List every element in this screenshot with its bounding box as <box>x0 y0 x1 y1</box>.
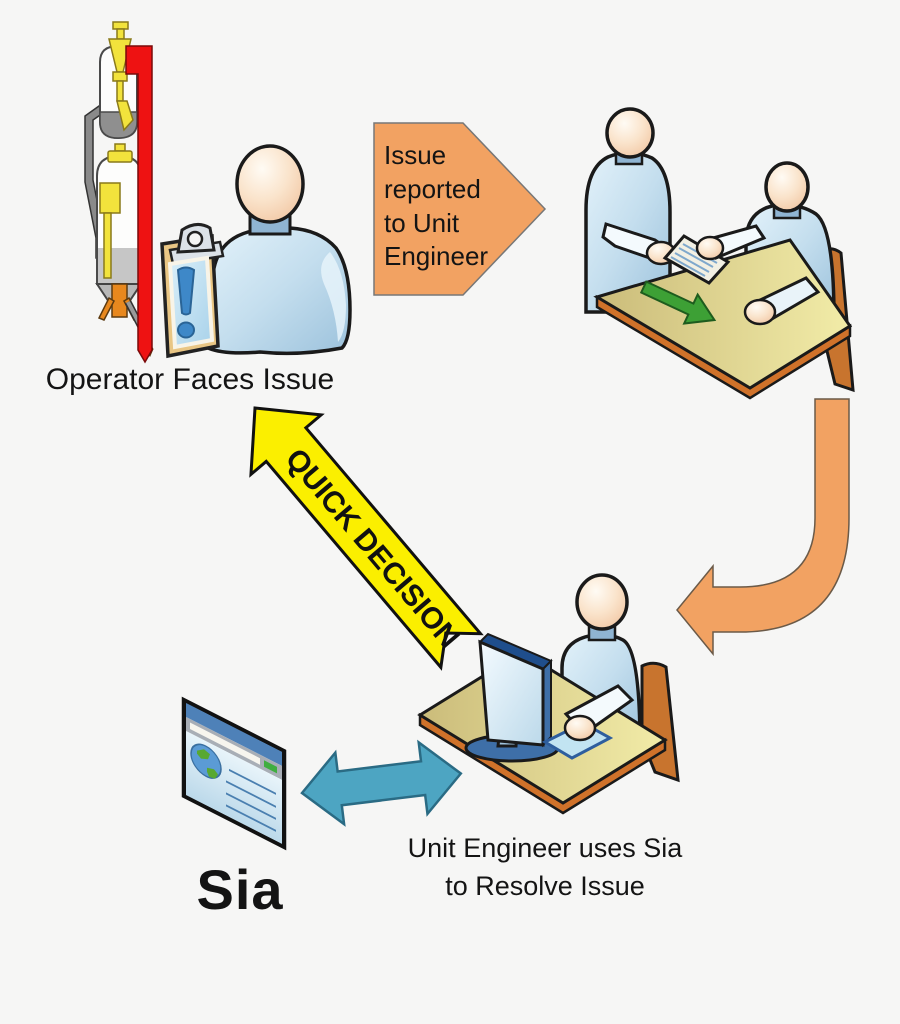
window-text-lines <box>226 768 276 832</box>
quick-decision-label: QUICK DECISION <box>279 443 466 655</box>
plant-equipment-icon <box>84 21 154 364</box>
label-unit-engineer-line1: Unit Engineer uses Sia <box>407 833 683 863</box>
label-sia: Sia <box>196 858 284 921</box>
operator-figure <box>205 144 352 356</box>
monitor-back-panel <box>478 639 545 747</box>
elbow-arrow-down <box>676 398 850 657</box>
seated-person-head <box>764 161 810 213</box>
seated-person-hand-desk <box>743 298 777 326</box>
clipboard-clip-hole <box>186 230 204 248</box>
meeting-scene <box>584 107 855 400</box>
globe-icon <box>190 743 222 779</box>
window-go-button <box>264 760 277 774</box>
green-arrow-icon <box>639 280 717 325</box>
sia-window-icon <box>181 696 287 851</box>
monitor-icon <box>464 632 560 763</box>
window-title-bar <box>186 703 282 766</box>
issue-reported-arrow <box>373 122 547 296</box>
quick-decision-arrow: QUICK DECISION <box>249 406 484 671</box>
label-unit-engineer-line2: to Resolve Issue <box>445 871 645 902</box>
label-operator-faces-issue: Operator Faces Issue <box>45 363 335 396</box>
label-issue-reported: Issue reported to Unit Engineer <box>384 140 489 272</box>
engineer-hand <box>563 714 597 742</box>
standing-person-head <box>605 107 655 159</box>
red-pipe <box>125 45 153 364</box>
engineer-chair <box>640 661 680 783</box>
vessel-lower-internals-icon <box>99 143 133 279</box>
teal-double-arrow <box>300 739 463 827</box>
seated-person-hand-paper <box>695 235 725 261</box>
operator-head <box>235 144 305 224</box>
window-address-bar <box>190 722 260 765</box>
label-unit-engineer: Unit Engineer uses Sia to Resolve Issue <box>392 829 698 906</box>
clipboard-icon <box>160 223 225 359</box>
engineer-head <box>575 573 629 631</box>
engineer-computer-scene <box>417 573 680 815</box>
exclamation-icon <box>176 266 196 339</box>
operator-body-highlight <box>321 252 346 342</box>
